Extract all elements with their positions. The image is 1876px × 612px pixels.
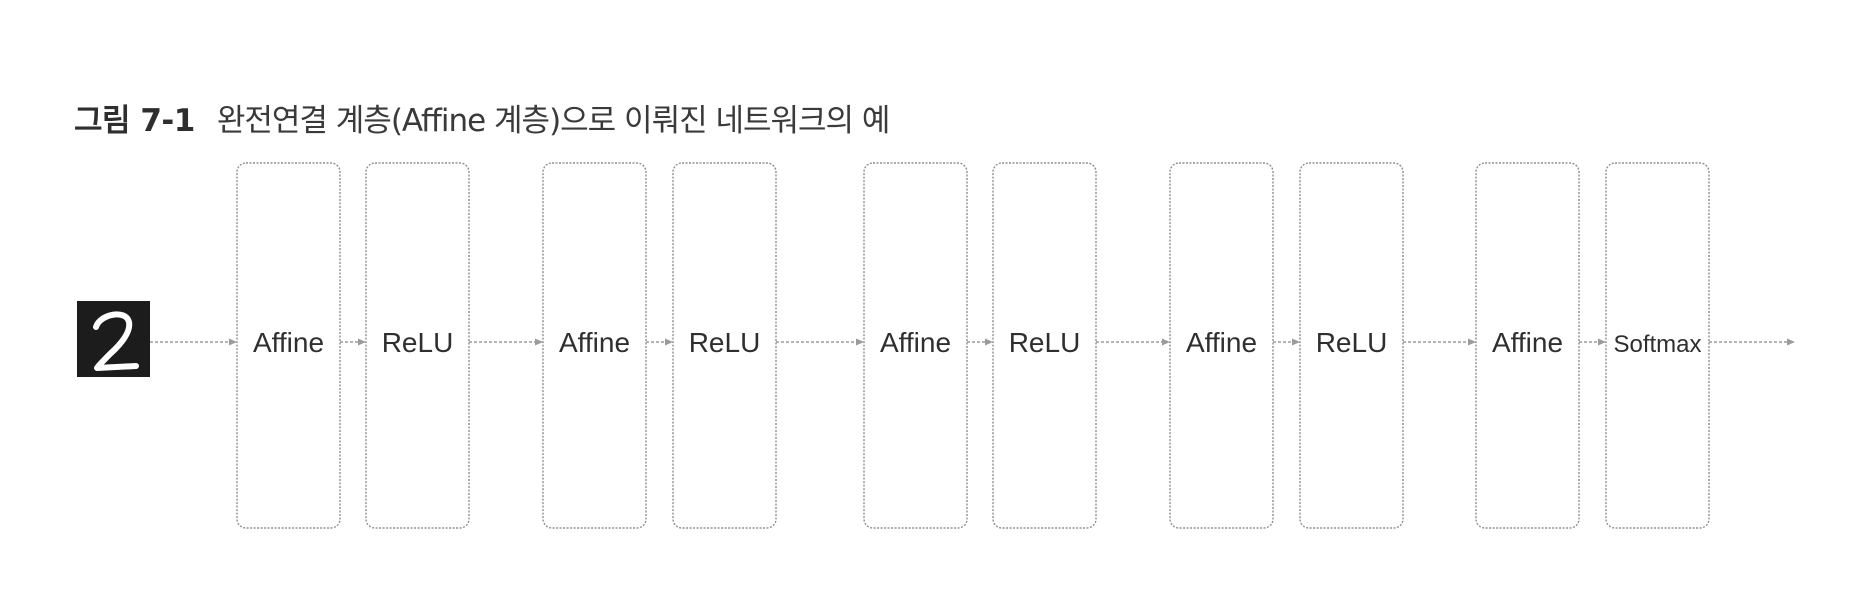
arrow-head-1 xyxy=(358,338,366,346)
layer-box xyxy=(542,162,647,529)
layer-label: Affine xyxy=(253,327,324,358)
arrow-head-3 xyxy=(665,338,673,346)
layer-box xyxy=(992,162,1097,529)
layer-4-relu: ReLU xyxy=(672,162,777,529)
layer-box xyxy=(365,162,470,529)
layer-3-affine: Affine xyxy=(542,162,647,529)
layer-box xyxy=(236,162,341,529)
layer-10-softmax: Softmax xyxy=(1605,162,1710,529)
arrow-connections xyxy=(150,338,1795,346)
layer-1-affine: Affine xyxy=(236,162,341,529)
arrow-head-7 xyxy=(1292,338,1300,346)
layer-label: Affine xyxy=(1492,327,1563,358)
layer-box xyxy=(1169,162,1274,529)
layer-label: Affine xyxy=(880,327,951,358)
input-digit-image xyxy=(77,301,150,377)
arrow-head-6 xyxy=(1162,338,1170,346)
figure-title: 완전연결 계층(Affine 계층)으로 이뤄진 네트워크의 예 xyxy=(216,103,891,139)
layer-label: ReLU xyxy=(382,327,454,358)
layer-2-relu: ReLU xyxy=(365,162,470,529)
arrow-head-0 xyxy=(229,338,237,346)
figure-caption: 그림 7-1 완전연결 계층(Affine 계층)으로 이뤄진 네트워크의 예 xyxy=(74,95,891,143)
layer-box xyxy=(672,162,777,529)
layer-box xyxy=(1475,162,1580,529)
layer-5-affine: Affine xyxy=(863,162,968,529)
layer-6-relu: ReLU xyxy=(992,162,1097,529)
layer-9-affine: Affine xyxy=(1475,162,1580,529)
layer-label: Affine xyxy=(559,327,630,358)
layer-stack: Affine ReLU Affine ReLU Affine ReLU Affine ReLU… xyxy=(236,162,1710,529)
arrow-head-4 xyxy=(856,338,864,346)
layer-7-affine: Affine xyxy=(1169,162,1274,529)
layer-label: Affine xyxy=(1186,327,1257,358)
layer-8-relu: ReLU xyxy=(1299,162,1404,529)
layer-label: ReLU xyxy=(689,327,761,358)
arrow-head-5 xyxy=(985,338,993,346)
arrow-head-2 xyxy=(535,338,543,346)
layer-label: Softmax xyxy=(1613,331,1701,358)
arrow-head-8 xyxy=(1468,338,1476,346)
layer-label: ReLU xyxy=(1316,327,1388,358)
layer-box xyxy=(1605,162,1710,529)
arrow-head-9 xyxy=(1598,338,1606,346)
layer-label: ReLU xyxy=(1009,327,1081,358)
arrow-head-10 xyxy=(1787,338,1795,346)
layer-box xyxy=(1299,162,1404,529)
layer-box xyxy=(863,162,968,529)
figure-number: 그림 7-1 xyxy=(74,103,195,139)
